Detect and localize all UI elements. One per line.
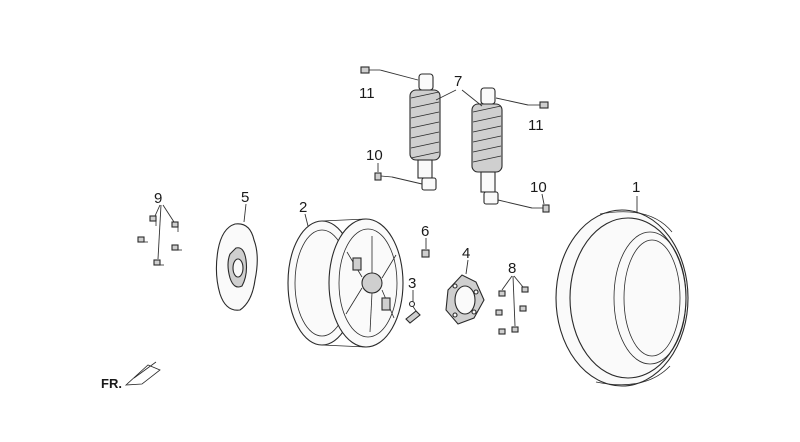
leader-hub-plate: [465, 259, 469, 275]
label-upper-bolt-right: 11: [528, 117, 544, 134]
leader-disc-bolts-a: [154, 204, 161, 217]
disc-bolts: [137, 215, 182, 266]
rim: [287, 218, 404, 348]
label-disc-bolts: 9: [154, 190, 162, 207]
label-rim: 2: [299, 199, 307, 216]
label-shock-absorber: 7: [454, 73, 462, 90]
label-brake-disc: 5: [241, 189, 249, 206]
upper-bolt-left: [360, 66, 419, 81]
label-tire: 1: [632, 179, 640, 196]
label-small-bolts: 8: [508, 260, 516, 277]
hub-plate: [445, 274, 485, 325]
leader-shock-left: [435, 89, 457, 101]
lower-bolt-right: [497, 199, 550, 213]
valve: [405, 300, 421, 324]
label-nut: 6: [421, 223, 429, 240]
leader-small-bolts-c: [512, 275, 516, 327]
brake-disc: [215, 223, 258, 311]
tire: [555, 209, 689, 387]
leader-disc-bolts-b: [162, 204, 175, 223]
leader-shock-right: [461, 89, 483, 107]
front-indicator-label: FR.: [101, 376, 122, 391]
label-upper-bolt-left: 11: [359, 85, 375, 102]
leader-disc-bolts-c: [157, 204, 162, 260]
label-valve: 3: [408, 275, 416, 292]
shock-absorber-left: [409, 73, 441, 191]
small-bolts: [495, 286, 529, 335]
leader-rim: [304, 213, 309, 227]
leader-small-bolts-a: [501, 275, 513, 291]
leader-lower-bolt-right: [541, 193, 545, 205]
front-indicator: FR.: [101, 361, 161, 391]
upper-bolt-right: [495, 97, 549, 109]
front-arrow-icon: [124, 364, 161, 386]
label-lower-bolt-left: 10: [366, 147, 383, 164]
nut: [421, 249, 430, 258]
leader-brake-disc: [243, 203, 247, 223]
leader-small-bolts-b: [513, 275, 524, 288]
lower-bolt-left: [374, 172, 423, 185]
shock-absorber-right: [471, 87, 503, 205]
label-hub-plate: 4: [462, 245, 470, 262]
label-lower-bolt-right: 10: [530, 179, 547, 196]
